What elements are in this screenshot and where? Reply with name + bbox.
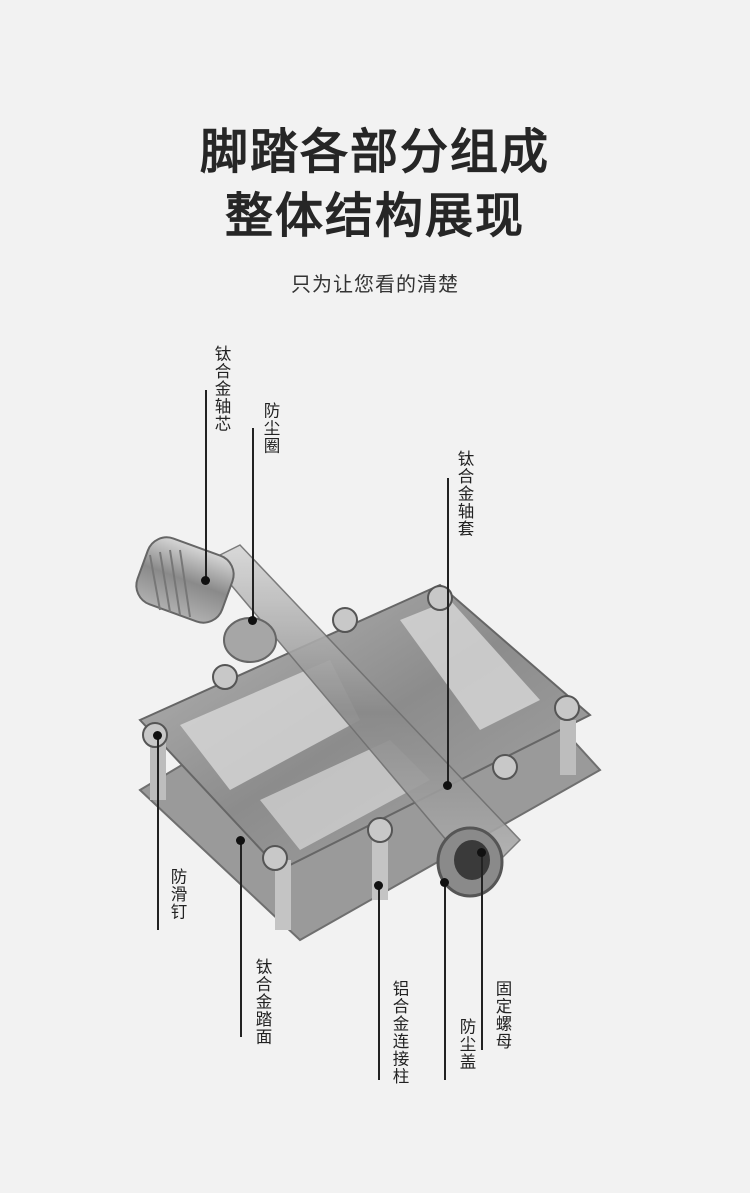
pedal-pins (142, 585, 580, 871)
label-platform: 钛合金踏面 (253, 958, 272, 1046)
pedal-post (275, 860, 291, 930)
callout-dot-lock-nut (477, 848, 486, 857)
page-title-line2: 整体结构展现 (224, 188, 525, 244)
page-title-line1: 脚踏各部分组成 (199, 124, 550, 180)
callout-dot-connecting-post (374, 881, 383, 890)
callout-line-anti-slip-pin (157, 735, 159, 930)
label-dust-ring: 防尘圈 (261, 402, 280, 455)
callout-dot-axle-core (201, 576, 210, 585)
pedal-axle (208, 544, 522, 882)
pedal-cutout (400, 600, 540, 730)
callout-line-connecting-post (378, 885, 380, 1080)
pedal-lock-nut (454, 840, 490, 880)
pedal-post (560, 720, 576, 775)
callout-dot-dust-ring (248, 616, 257, 625)
callout-line-platform (240, 840, 242, 1037)
thread-lines (149, 549, 191, 618)
label-axle-core: 钛合金轴芯 (212, 345, 231, 433)
callout-dot-anti-slip-pin (153, 731, 162, 740)
label-connecting-post: 铝合金连接柱 (390, 980, 409, 1085)
label-lock-nut: 固定螺母 (493, 980, 512, 1050)
callout-dot-platform (236, 836, 245, 845)
callout-line-dust-ring (252, 428, 254, 620)
callout-line-axle-core (205, 390, 207, 580)
callout-line-dust-cap (444, 882, 446, 1080)
label-anti-slip-pin: 防滑钉 (168, 868, 187, 921)
callout-dot-axle-sleeve (443, 781, 452, 790)
label-dust-cap: 防尘盖 (457, 1018, 476, 1071)
callout-line-axle-sleeve (447, 478, 449, 785)
callout-dot-dust-cap (440, 878, 449, 887)
pedal-post (372, 840, 388, 900)
label-axle-sleeve: 钛合金轴套 (455, 450, 474, 538)
subtitle: 只为让您看的清楚 (291, 272, 459, 296)
callout-line-lock-nut (481, 852, 483, 1050)
pedal-cutout (180, 660, 360, 790)
